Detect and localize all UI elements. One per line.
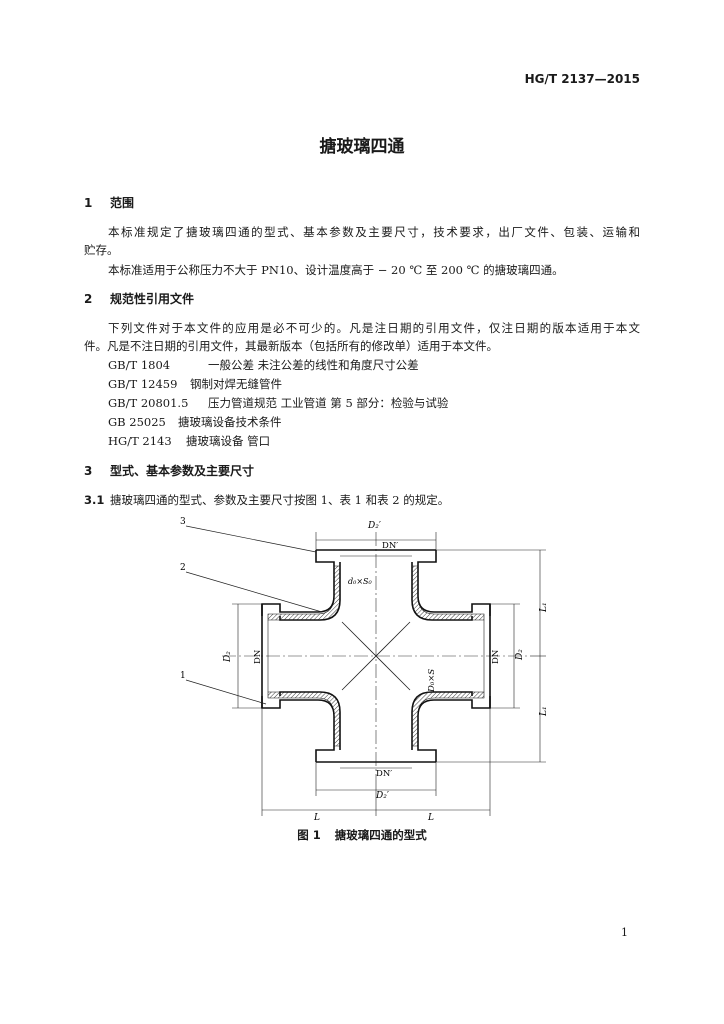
section-2-heading: 2 规范性引用文件 bbox=[84, 290, 194, 307]
figure-number: 图 1 bbox=[297, 828, 321, 842]
callout-3: 3 bbox=[180, 517, 186, 527]
section-title: 规范性引用文件 bbox=[110, 292, 195, 306]
page-number: 1 bbox=[621, 926, 628, 939]
label-dn-prime-bottom: DN′ bbox=[376, 769, 392, 779]
reference-item: GB/T 12459 钢制对焊无缝管件 bbox=[108, 375, 282, 393]
reference-code: GB/T 20801.5 bbox=[108, 396, 189, 410]
reference-item: GB/T 20801.5 压力管道规范 工业管道 第 5 部分：检验与试验 bbox=[108, 394, 448, 412]
paragraph: 贮存。 bbox=[84, 243, 119, 257]
label-dn-left: DN bbox=[253, 649, 263, 664]
reference-item: GB 25025 搪玻璃设备技术条件 bbox=[108, 413, 282, 431]
section-number: 2 bbox=[84, 292, 93, 306]
figure-caption: 图 1 搪玻璃四通的型式 bbox=[0, 827, 724, 843]
subsection-text: 搪玻璃四通的型式、参数及主要尺寸按图 1、表 1 和表 2 的规定。 bbox=[110, 493, 450, 507]
center-cross-mark bbox=[341, 621, 411, 691]
label-d2-right: D₂ bbox=[515, 649, 525, 661]
label-d2-left: D₂ bbox=[223, 651, 233, 663]
standard-code: HG/T 2137—2015 bbox=[524, 72, 640, 86]
reference-title: 搪玻璃设备技术条件 bbox=[178, 415, 282, 429]
paragraph: 件。凡是不注日期的引用文件，其最新版本（包括所有的修改单）适用于本文件。 bbox=[84, 339, 498, 353]
paragraph: 本标准规定了搪玻璃四通的型式、基本参数及主要尺寸，技术要求，出厂文件、包装、运输… bbox=[108, 225, 640, 239]
reference-title: 搪玻璃设备 管口 bbox=[186, 434, 271, 448]
label-d2-prime-top: D₂′ bbox=[367, 521, 381, 531]
figure-title: 搪玻璃四通的型式 bbox=[334, 828, 427, 842]
section-number: 1 bbox=[84, 196, 93, 210]
dimension-lines bbox=[232, 532, 546, 816]
label-d0-s: D₀×S bbox=[427, 669, 437, 693]
reference-code: HG/T 2143 bbox=[108, 434, 172, 448]
glass-lining bbox=[267, 565, 485, 747]
reference-title: 压力管道规范 工业管道 第 5 部分：检验与试验 bbox=[208, 396, 449, 410]
label-l1-upper: L₁ bbox=[539, 602, 549, 613]
paragraph: 下列文件对于本文件的应用是必不可少的。凡是注日期的引用文件，仅注日期的版本适用于… bbox=[108, 321, 640, 335]
label-l-left: L bbox=[313, 813, 320, 823]
page-title: 搪玻璃四通 bbox=[319, 137, 405, 157]
subsection-3-1: 3.1 搪玻璃四通的型式、参数及主要尺寸按图 1、表 1 和表 2 的规定。 bbox=[84, 491, 449, 509]
label-d2-prime-bottom: D₂′ bbox=[375, 791, 389, 801]
subsection-number: 3.1 bbox=[84, 493, 105, 507]
reference-code: GB 25025 bbox=[108, 415, 166, 429]
label-dn-right: DN bbox=[491, 649, 501, 664]
callout-leaders bbox=[185, 525, 323, 705]
reference-code: GB/T 1804 bbox=[108, 358, 171, 372]
reference-title: 一般公差 未注公差的线性和角度尺寸公差 bbox=[208, 358, 419, 372]
section-title: 范围 bbox=[110, 196, 135, 210]
reference-title: 钢制对焊无缝管件 bbox=[190, 377, 282, 391]
flanges bbox=[261, 549, 491, 763]
label-dn-prime-top: DN′ bbox=[382, 541, 398, 551]
label-l1-lower: L₁ bbox=[539, 706, 549, 717]
label-d0-s0: d₀×S₀ bbox=[348, 577, 373, 586]
reference-item: HG/T 2143 搪玻璃设备 管口 bbox=[108, 432, 270, 450]
reference-item: GB/T 1804 一般公差 未注公差的线性和角度尺寸公差 bbox=[108, 356, 419, 374]
callout-2: 2 bbox=[180, 563, 186, 573]
reference-code: GB/T 12459 bbox=[108, 377, 178, 391]
callout-1: 1 bbox=[180, 671, 186, 681]
section-number: 3 bbox=[84, 464, 93, 478]
section-3-heading: 3 型式、基本参数及主要尺寸 bbox=[84, 462, 254, 479]
paragraph: 本标准适用于公称压力不大于 PN10、设计温度高于 − 20 ℃ 至 200 ℃… bbox=[108, 263, 564, 277]
section-title: 型式、基本参数及主要尺寸 bbox=[110, 464, 255, 478]
section-1-heading: 1 范围 bbox=[84, 194, 134, 211]
label-l-right: L bbox=[427, 813, 434, 823]
